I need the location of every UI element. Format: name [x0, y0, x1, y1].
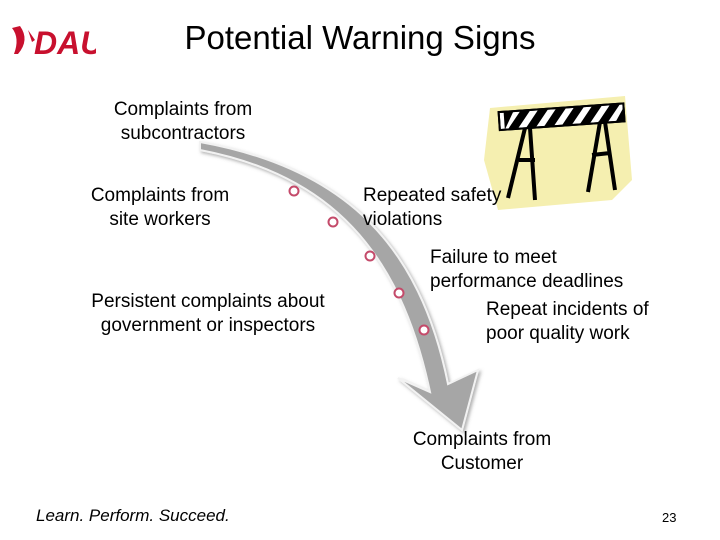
sign-deadlines-line1: Failure to meet	[430, 247, 557, 268]
bullet-dot-4	[393, 287, 405, 299]
sign-site-workers-line2: site workers	[109, 209, 211, 230]
bullet-dot-1	[288, 185, 300, 197]
sign-subcontractors-line1: Complaints from	[113, 99, 253, 120]
sign-subcontractors: Complaints from subcontractors	[78, 98, 288, 146]
barricade-clipart	[484, 96, 632, 210]
sign-safety-line2: violations	[363, 209, 443, 230]
sign-quality-line2: poor quality work	[486, 323, 630, 344]
sign-safety: Repeated safety violations	[363, 184, 563, 232]
sign-customer: Complaints from Customer	[382, 428, 582, 476]
bullet-dot-2	[327, 216, 339, 228]
sign-site-workers-line1: Complaints from	[90, 185, 230, 206]
sign-government: Persistent complaints about government o…	[52, 290, 364, 338]
sign-safety-line1: Repeated safety	[363, 185, 502, 206]
bullet-markers	[288, 185, 430, 336]
sign-deadlines-line2: performance deadlines	[430, 271, 624, 292]
logo-text: DAU	[34, 25, 96, 60]
slide-title: Potential Warning Signs	[184, 19, 536, 56]
bullet-dot-5	[418, 324, 430, 336]
sign-government-line1: Persistent complaints about	[91, 291, 325, 312]
sign-quality-line1: Repeat incidents of	[486, 299, 649, 320]
sign-site-workers: Complaints from site workers	[55, 184, 265, 232]
sign-deadlines: Failure to meet performance deadlines	[430, 246, 690, 294]
sign-customer-line2: Customer	[440, 453, 524, 474]
sign-subcontractors-line2: subcontractors	[120, 123, 246, 144]
page-number: 23	[662, 510, 677, 525]
footer-tagline: Learn. Perform. Succeed.	[36, 506, 230, 525]
bullet-dot-3	[364, 250, 376, 262]
sign-government-line2: government or inspectors	[100, 315, 316, 336]
sign-customer-line1: Complaints from	[412, 429, 552, 450]
dau-logo: DAU	[12, 25, 96, 60]
sign-quality: Repeat incidents of poor quality work	[486, 298, 706, 346]
curved-arrow	[199, 140, 480, 432]
